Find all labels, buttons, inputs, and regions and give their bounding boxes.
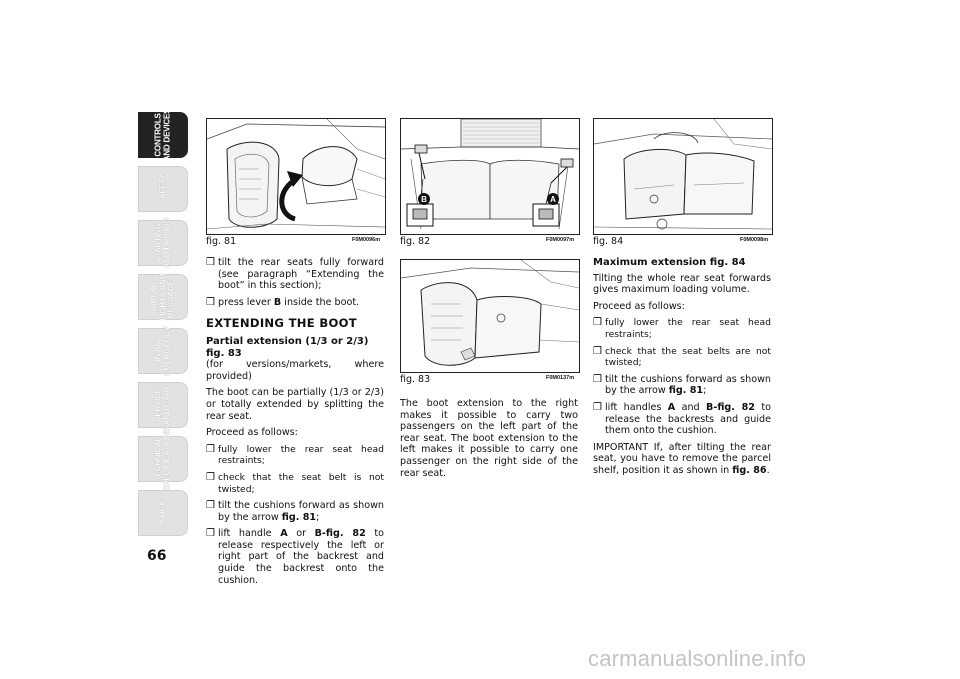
text-column-3: Maximum extension fig. 84 Tilting the wh…: [593, 257, 771, 482]
figure-81-code: F0M0096m: [352, 237, 381, 243]
tab-in-an-emergency[interactable]: IN AN EMERGENCY: [138, 326, 188, 376]
tab-safety[interactable]: SAFETY: [138, 166, 188, 212]
subsection-note: (for versions/markets, where provided): [206, 359, 384, 382]
tab-technical-specifications[interactable]: TECHNICAL SPECIFICATIONS: [138, 427, 188, 491]
paragraph-boot-extension: The boot extension to the right makes it…: [400, 398, 578, 479]
max-extension-heading: Maximum extension fig. 84: [593, 257, 746, 268]
bullet-tilt-cushions: ❒tilt the cushions forward as shown by t…: [206, 500, 384, 523]
paragraph-proceed: Proceed as follows:: [206, 427, 298, 439]
figure-81-caption: fig. 81: [206, 236, 237, 247]
text-column-2: The boot extension to the right makes it…: [400, 398, 578, 484]
watermark: carmanualsonline.info: [588, 646, 807, 671]
bullet-seat-belt: ❒check that the seat belt is not twisted…: [206, 471, 384, 495]
paragraph-proceed-2: Proceed as follows:: [593, 300, 685, 312]
figure-82-illustration: B A: [400, 118, 580, 235]
section-heading: EXTENDING THE BOOT: [206, 316, 358, 331]
figure-82-code: F0M0097m: [546, 237, 575, 243]
tab-controls-and-devices[interactable]: CONTROLS AND DEVICES: [138, 109, 188, 161]
bullet-tilt-seats: ❒tilt the rear seats fully forward (see …: [206, 257, 384, 292]
seat-handles-drawing: B A: [401, 119, 579, 234]
label-b: B: [421, 195, 427, 204]
figure-83-code: F0M0137m: [546, 375, 575, 381]
bullet-head-restraints-2: ❒fully lower the rear seat head restrain…: [593, 317, 771, 340]
figure-84-illustration: [593, 118, 773, 235]
figure-84-code: F0M0098m: [740, 237, 769, 243]
tab-index[interactable]: INDEX: [138, 490, 188, 536]
figure-81-illustration: [206, 118, 386, 235]
bullet-lift-handles: ❒lift handles A and B-fig. 82 to release…: [593, 401, 771, 437]
figure-82-caption: fig. 82: [400, 236, 431, 247]
figure-84-caption: fig. 84: [593, 236, 624, 247]
bullet-seat-belts-2: ❒check that the seat belts are not twist…: [593, 345, 771, 369]
full-extension-drawing: [594, 119, 772, 234]
bullet-tilt-cushions-2: ❒tilt the cushions forward as shown by t…: [593, 373, 771, 397]
figure-83-illustration: [400, 259, 580, 373]
subsection-heading: Partial extension (1/3 or 2/3) fig. 83: [206, 335, 369, 359]
tab-warning-lights[interactable]: WARNING LIGHTS AND MESSAGES: [138, 274, 188, 320]
partial-extension-drawing: [401, 260, 579, 372]
tab-starting-and-driving[interactable]: STARTING AND DRIVING: [138, 218, 188, 268]
paragraph-max-volume: Tilting the whole rear seat forwards giv…: [593, 272, 771, 296]
text-column-1: ❒tilt the rear seats fully forward (see …: [206, 257, 384, 591]
bullet-lift-handle: ❒lift handle A or B-fig. 82 to release r…: [206, 528, 385, 586]
bullet-head-restraints: ❒fully lower the rear seat head restrain…: [206, 443, 384, 467]
page-number: 66: [147, 548, 167, 564]
figure-83-caption: fig. 83: [400, 374, 431, 385]
bullet-press-lever: ❒press lever B inside the boot.: [206, 296, 360, 308]
label-a: A: [550, 195, 556, 204]
paragraph-important: IMPORTANT If, after tilting the rear sea…: [593, 441, 771, 476]
seat-cushion-tilt-drawing: [207, 119, 385, 234]
paragraph-partial: The boot can be partially (1/3 or 2/3) o…: [206, 387, 384, 422]
tab-service-and-care[interactable]: SERVICE AND CARE: [138, 382, 188, 428]
